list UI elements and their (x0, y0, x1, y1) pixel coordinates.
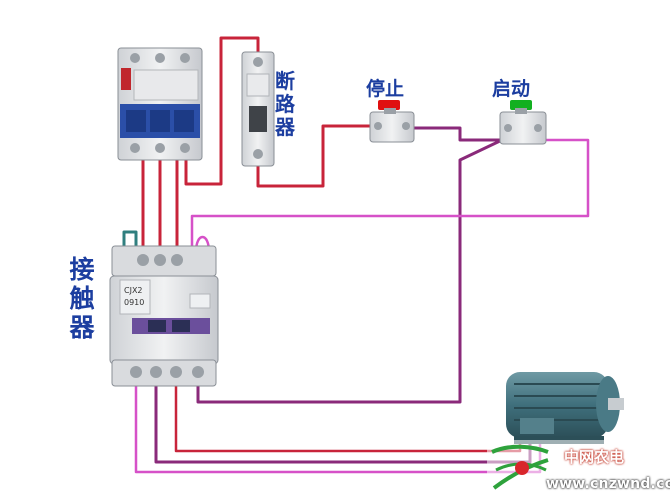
wire-teal-jumper (122, 230, 138, 252)
watermark-url: www.cnzwnd.com (546, 476, 670, 492)
three-pole-breaker (117, 47, 203, 161)
contactor-label-char: 接 (69, 255, 95, 284)
wire-purple-start-down (196, 138, 503, 404)
breaker-label-char: 路 (275, 92, 295, 116)
contactor-code-text: 0910 (124, 298, 144, 307)
breaker-label-char: 器 (275, 115, 295, 139)
stop-button-device (369, 100, 415, 143)
wire-purple-stop-start (410, 126, 502, 142)
wire-red-control-supply (184, 36, 260, 186)
start-button-device (499, 100, 547, 145)
contactor-label-char: 触 (69, 283, 95, 313)
mini-breaker (241, 51, 275, 167)
motor-device (506, 372, 624, 444)
contactor-label-char: 器 (69, 312, 95, 342)
watermark-logo (487, 440, 670, 502)
wire-magenta-start-aux (190, 138, 590, 250)
contactor-label: 接 触 器 (68, 255, 96, 342)
stop-label: 停止 (366, 78, 405, 100)
wire-motor-w (174, 385, 522, 453)
watermark-site-name: 中网农电 (564, 448, 625, 466)
breaker-label: 断 路 器 (274, 70, 296, 139)
contactor-device: CJX2 0910 (109, 245, 219, 387)
contactor-model-text: CJX2 (124, 286, 143, 295)
breaker-label-char: 断 (275, 69, 295, 93)
wire-red-to-stop (256, 124, 372, 188)
start-label: 启动 (492, 78, 531, 100)
